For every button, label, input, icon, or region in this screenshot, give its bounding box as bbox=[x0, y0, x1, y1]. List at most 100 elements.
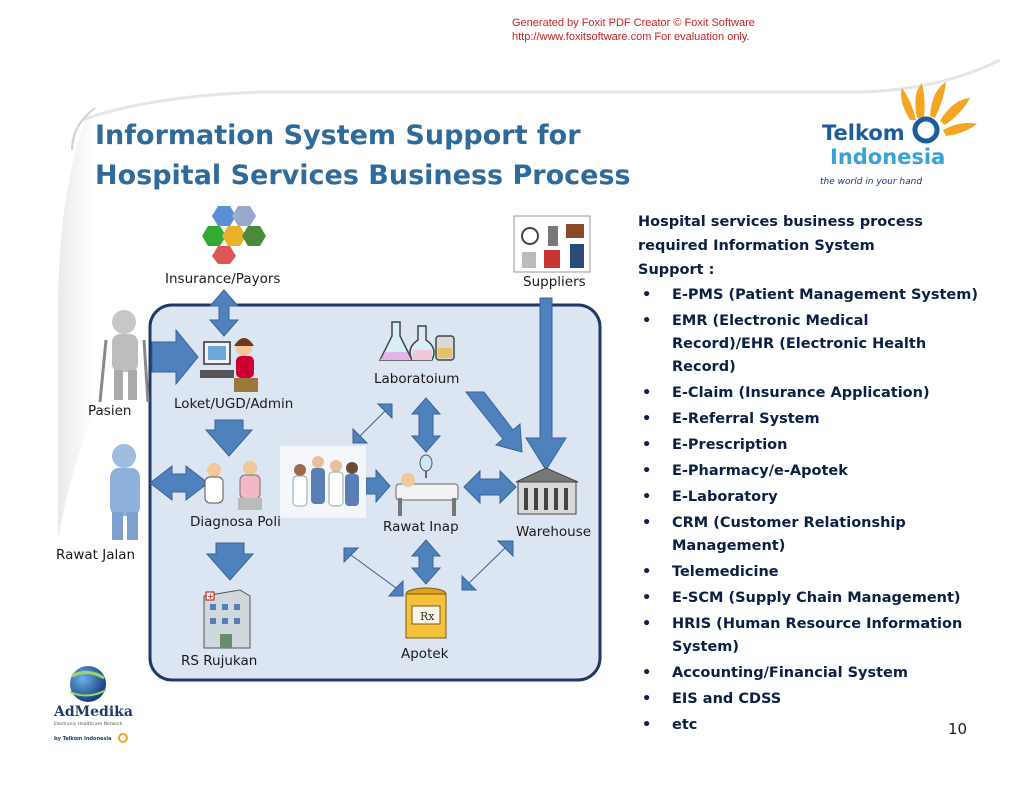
system-list-item-text: etc bbox=[672, 717, 698, 733]
arrow-lab-team bbox=[352, 403, 393, 444]
system-list-item: • Accounting/Financial System bbox=[638, 662, 978, 685]
system-list-item-text: E-Referral System bbox=[672, 411, 820, 427]
telkom-indonesia-logo: Telkom Indonesia the world in your hand bbox=[812, 78, 982, 188]
rawat-inap-icon bbox=[395, 454, 459, 516]
suppliers-icon bbox=[513, 215, 591, 273]
diagnosa-poli-icon bbox=[204, 461, 262, 510]
insurance-icon bbox=[202, 206, 266, 264]
system-list-item-text: Telemedicine bbox=[672, 564, 779, 580]
warehouse-icon bbox=[515, 467, 579, 515]
telkom-name-2: Indonesia bbox=[830, 145, 945, 169]
system-list-item: •E-Prescription bbox=[638, 434, 978, 457]
system-list-item: • EIS and CDSS bbox=[638, 688, 978, 711]
svg-text:+: + bbox=[207, 592, 214, 601]
label-suppliers: Suppliers bbox=[523, 274, 586, 290]
bullet-icon: • bbox=[642, 313, 652, 329]
system-list-item-text: E-Pharmacy/e-Apotek bbox=[672, 463, 848, 479]
system-list-item-text: Accounting/Financial System bbox=[672, 665, 908, 681]
admedika-logo: AdMedika Electronic Healthcare Network b… bbox=[52, 664, 152, 744]
arrow-rawatinap-warehouse bbox=[463, 469, 517, 505]
foxit-watermark: Generated by Foxit PDF Creator © Foxit S… bbox=[512, 16, 755, 44]
rawat-jalan-person-icon bbox=[110, 444, 140, 540]
bullet-icon: • bbox=[642, 411, 652, 427]
system-list-item-text: EIS and CDSS bbox=[672, 691, 782, 707]
system-list-item-text: Record)/EHR (Electronic Health bbox=[672, 336, 927, 352]
label-rawat-inap: Rawat Inap bbox=[383, 519, 459, 535]
system-list-item-text: HRIS (Human Resource Information bbox=[672, 616, 963, 632]
system-list-item: • etc bbox=[638, 714, 978, 737]
bullet-icon: • bbox=[642, 515, 652, 531]
bullet-icon: • bbox=[642, 590, 652, 606]
label-rs-rujukan: RS Rujukan bbox=[181, 653, 258, 669]
slide-title-line-2: Hospital Services Business Process bbox=[95, 160, 631, 191]
loket-admin-icon bbox=[200, 338, 258, 392]
information-system-list: Hospital services business process requir… bbox=[638, 210, 978, 740]
system-list-item-text: EMR (Electronic Medical bbox=[672, 313, 869, 329]
arrow-team-rawatinap bbox=[365, 468, 391, 504]
bullet-icon: • bbox=[642, 287, 652, 303]
svg-text:Rx: Rx bbox=[420, 610, 435, 623]
bullet-icon: • bbox=[642, 489, 652, 505]
arrow-pasien-loket bbox=[151, 328, 199, 386]
apotek-pharmacy-icon: Rx bbox=[405, 587, 447, 639]
panel-intro-line: Hospital services business process bbox=[638, 214, 923, 230]
arrow-insurance-loket bbox=[208, 289, 240, 337]
system-list-item: • E-Claim (Insurance Application) bbox=[638, 382, 978, 405]
bullet-icon: • bbox=[642, 437, 652, 453]
panel-intro: Hospital services business process requir… bbox=[638, 210, 978, 282]
arrow-apotek-warehouse bbox=[461, 540, 514, 591]
watermark-line-2: http://www.foxitsoftware.com For evaluat… bbox=[512, 31, 750, 43]
telkom-name-1: Telkom bbox=[822, 121, 905, 145]
admedika-subtitle: Electronic Healthcare Network bbox=[54, 721, 123, 727]
pasien-person-icon bbox=[98, 310, 150, 403]
system-list-item-text: CRM (Customer Relationship bbox=[672, 515, 906, 531]
slide-title: Information System Support for Hospital … bbox=[95, 116, 631, 196]
label-loket-ugd-admin: Loket/UGD/Admin bbox=[174, 396, 294, 412]
admedika-name: AdMedika bbox=[53, 704, 133, 720]
panel-intro-line: required Information System bbox=[638, 238, 875, 254]
label-warehouse: Warehouse bbox=[516, 524, 592, 540]
bullet-icon: • bbox=[642, 564, 652, 580]
label-pasien: Pasien bbox=[88, 403, 132, 419]
label-rawat-jalan: Rawat Jalan bbox=[56, 547, 136, 563]
rs-rujukan-hospital-icon: + bbox=[203, 589, 251, 649]
admedika-by-telkom: by Telkom Indonesia bbox=[54, 736, 111, 742]
system-list-item-text: Record) bbox=[672, 359, 736, 375]
system-list-item: • E-Referral System bbox=[638, 408, 978, 431]
system-list-item-text: System) bbox=[672, 639, 740, 655]
system-list-item-text: E-PMS (Patient Management System) bbox=[672, 287, 978, 303]
arrow-suppliers-warehouse bbox=[525, 297, 567, 471]
bullet-icon: • bbox=[642, 691, 652, 707]
telkom-logo-mark: Telkom Indonesia the world in your hand bbox=[820, 82, 977, 187]
bullet-icon: • bbox=[642, 616, 652, 632]
system-list-item-text: E-SCM (Supply Chain Management) bbox=[672, 590, 961, 606]
bullet-icon: • bbox=[642, 717, 652, 733]
slide-title-line-1: Information System Support for bbox=[95, 120, 581, 151]
arrow-team-apotek bbox=[343, 547, 404, 597]
page-number: 10 bbox=[948, 720, 968, 738]
arrow-diagnosa-rujukan bbox=[205, 542, 255, 581]
arrow-lab-rawatinap bbox=[410, 397, 442, 453]
medical-team-photo bbox=[280, 446, 366, 518]
laboratorium-icon bbox=[378, 321, 455, 361]
bullet-icon: • bbox=[642, 665, 652, 681]
bullet-icon: • bbox=[642, 463, 652, 479]
label-laboratorium: Laboratoium bbox=[374, 371, 460, 387]
arrow-loket-diagnosa bbox=[204, 419, 254, 457]
admedika-globe-icon: AdMedika Electronic Healthcare Network b… bbox=[53, 666, 133, 743]
process-diagram: + Rx bbox=[98, 206, 602, 682]
label-apotek: Apotek bbox=[401, 646, 449, 662]
panel-intro-line: Support : bbox=[638, 262, 715, 278]
system-list-item-text: Management) bbox=[672, 538, 786, 554]
arrow-rawatinap-apotek bbox=[410, 539, 442, 585]
bullet-icon: • bbox=[642, 385, 652, 401]
system-list-item: • E-Pharmacy/e-Apotek bbox=[638, 460, 978, 483]
arrow-lab-warehouse bbox=[465, 391, 523, 453]
watermark-line-1: Generated by Foxit PDF Creator © Foxit S… bbox=[512, 17, 755, 29]
system-list-item-text: E-Claim (Insurance Application) bbox=[672, 385, 930, 401]
telkom-tagline: the world in your hand bbox=[820, 177, 922, 187]
